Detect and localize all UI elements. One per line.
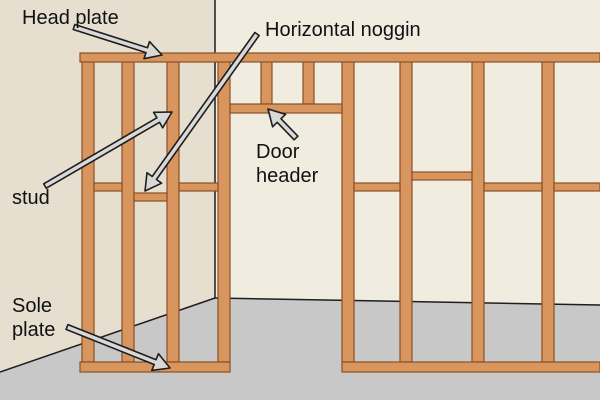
horizontal-noggin — [178, 182, 219, 192]
sole-plate — [341, 361, 600, 373]
floor — [0, 298, 600, 400]
door-jack-stud — [341, 60, 355, 363]
stud — [471, 60, 485, 363]
door-header-label: Door header — [256, 141, 319, 187]
sole-plate-label: Sole plate — [12, 295, 56, 341]
door-header — [229, 103, 343, 114]
cripple-stud — [260, 60, 273, 105]
sole-plate-arrow — [65, 323, 171, 372]
horizontal-noggin — [353, 182, 401, 192]
stud — [399, 60, 413, 363]
pointer-arrows — [42, 23, 299, 372]
horizontal-noggin — [133, 192, 168, 202]
horizontal-noggin — [483, 182, 543, 192]
door-jack-stud — [217, 60, 231, 363]
horizontal-noggin — [411, 171, 473, 181]
horizontal-noggin — [93, 182, 123, 192]
stud — [121, 60, 135, 363]
timber-frame — [79, 52, 600, 373]
head-plate-label: Head plate — [22, 7, 119, 29]
stud-label: stud — [12, 187, 50, 209]
stud — [166, 60, 180, 363]
stud — [541, 60, 555, 363]
stud — [81, 60, 95, 363]
head-plate — [79, 52, 600, 63]
horizontal-noggin — [553, 182, 600, 192]
head-plate-arrow — [72, 23, 163, 60]
stud-arrow — [42, 111, 173, 189]
cripple-stud — [302, 60, 315, 105]
door-header-arrow — [267, 108, 299, 141]
horizontal-noggin-label: Horizontal noggin — [265, 19, 421, 41]
horizontal-noggin-arrow — [144, 31, 260, 192]
